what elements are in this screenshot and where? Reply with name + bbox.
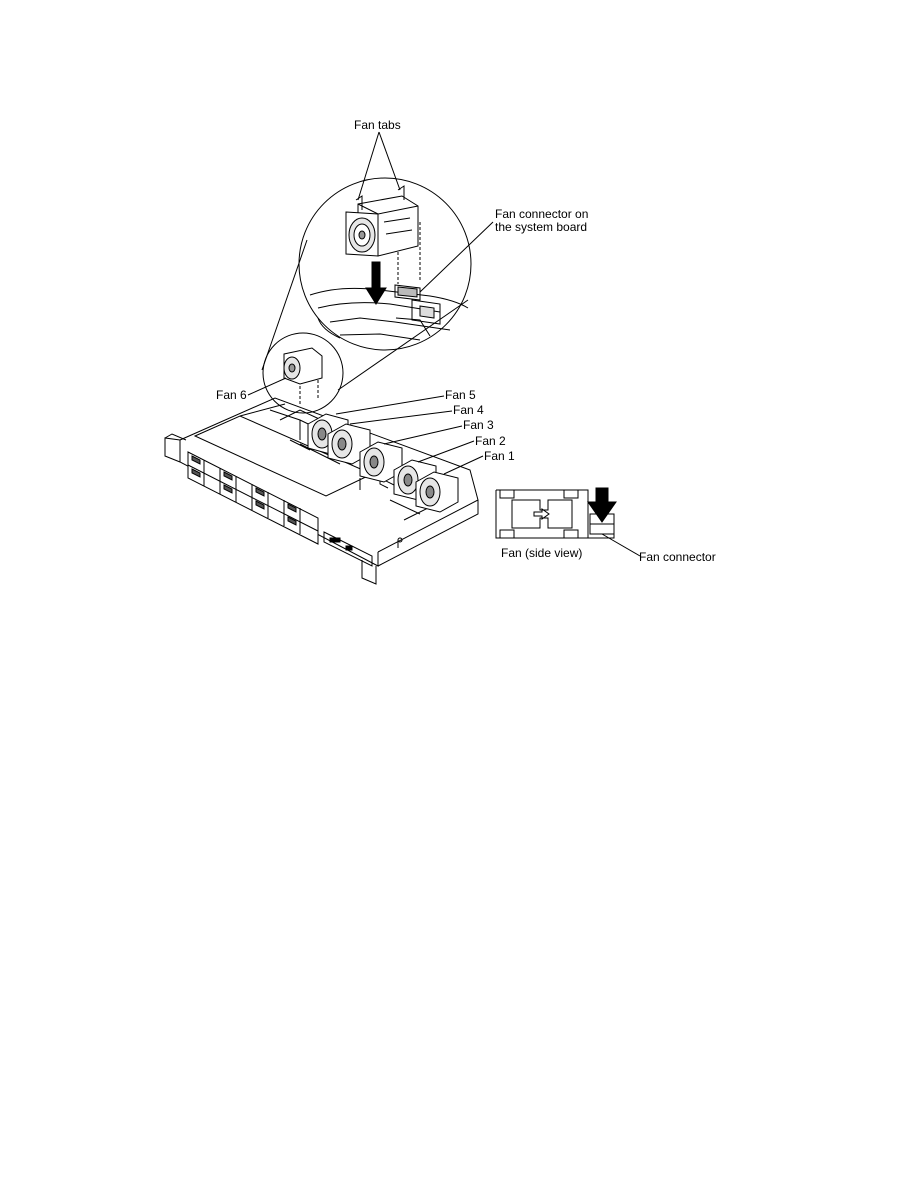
- fan-connector-board-label-line1: Fan connector on: [495, 207, 589, 221]
- fan-4: [327, 423, 371, 465]
- fan-module-detail: [345, 185, 419, 257]
- fan-side-view-label: Fan (side view): [501, 546, 583, 560]
- fan-2-label: Fan 2: [475, 434, 506, 448]
- fan-tabs-leaders: [357, 131, 401, 201]
- fan-3-label: Fan 3: [463, 418, 494, 432]
- fan-leaders: [247, 377, 484, 475]
- insert-arrow-detail: [365, 261, 387, 305]
- fan-4-label: Fan 4: [453, 403, 484, 417]
- fan-1-label: Fan 1: [484, 449, 515, 463]
- small-magnify-circle: [261, 239, 469, 414]
- fan-6-label: Fan 6: [216, 388, 247, 402]
- fan-connector-label: Fan connector: [639, 550, 716, 564]
- fan-connector-board-label-line2: the system board: [495, 220, 588, 234]
- fan-5-label: Fan 5: [445, 388, 476, 402]
- fan-connector-board-leader: [419, 221, 494, 293]
- server-chassis: [164, 397, 479, 585]
- fan-tabs-label: Fan tabs: [354, 118, 401, 132]
- fan-1: [415, 471, 459, 513]
- fan-row: [307, 413, 459, 513]
- fan-3: [359, 441, 403, 483]
- fan-connector-leader: [601, 533, 641, 557]
- fan-side-view: [495, 487, 617, 539]
- magnified-detail-view: [298, 177, 472, 351]
